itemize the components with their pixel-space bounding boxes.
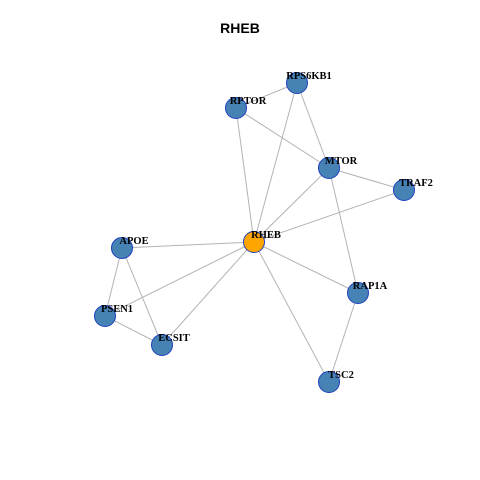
graph-title: RHEB bbox=[220, 20, 260, 36]
node-label-rheb: RHEB bbox=[251, 230, 281, 241]
node-tsc2: TSC2 bbox=[318, 370, 354, 393]
edge-rheb-rap1a bbox=[253, 241, 359, 294]
edge-rheb-apoe bbox=[121, 241, 255, 249]
edge-rheb-tsc2 bbox=[253, 241, 330, 383]
node-label-apoe: APOE bbox=[119, 236, 148, 247]
edge-rptor-rheb bbox=[235, 107, 255, 243]
node-rheb: RHEB bbox=[243, 230, 281, 253]
node-psen1: PSEN1 bbox=[94, 304, 133, 327]
node-circle-rheb bbox=[243, 231, 265, 253]
node-label-rap1a: RAP1A bbox=[353, 281, 388, 292]
node-label-mtor: MTOR bbox=[325, 156, 358, 167]
node-label-ecsit: ECSIT bbox=[158, 333, 190, 344]
edge-rps6kb1-rheb bbox=[253, 82, 298, 243]
node-circle-rap1a bbox=[347, 282, 369, 304]
node-apoe: APOE bbox=[111, 236, 149, 259]
node-traf2: TRAF2 bbox=[393, 178, 433, 201]
edge-layer bbox=[104, 82, 405, 383]
edge-mtor-traf2 bbox=[328, 167, 405, 191]
node-rap1a: RAP1A bbox=[347, 281, 388, 304]
node-circle-apoe bbox=[111, 237, 133, 259]
edge-rheb-psen1 bbox=[104, 241, 255, 317]
node-rptor: RPTOR bbox=[225, 96, 267, 119]
node-label-rps6kb1: RPS6KB1 bbox=[286, 71, 332, 82]
node-circle-rps6kb1 bbox=[286, 72, 308, 94]
node-circle-rptor bbox=[225, 97, 247, 119]
node-label-tsc2: TSC2 bbox=[328, 370, 354, 381]
node-ecsit: ECSIT bbox=[151, 333, 190, 356]
node-circle-mtor bbox=[318, 157, 340, 179]
node-label-rptor: RPTOR bbox=[230, 96, 267, 107]
node-label-psen1: PSEN1 bbox=[101, 304, 133, 315]
edge-rps6kb1-mtor bbox=[296, 82, 330, 169]
edge-mtor-rap1a bbox=[328, 167, 359, 294]
edge-rptor-mtor bbox=[235, 107, 330, 169]
edge-rap1a-tsc2 bbox=[328, 292, 359, 383]
node-mtor: MTOR bbox=[318, 156, 358, 179]
node-rps6kb1: RPS6KB1 bbox=[286, 71, 332, 94]
edge-apoe-psen1 bbox=[104, 247, 123, 317]
edge-mtor-rheb bbox=[253, 167, 330, 243]
node-circle-traf2 bbox=[393, 179, 415, 201]
edge-traf2-rheb bbox=[253, 189, 405, 243]
node-label-traf2: TRAF2 bbox=[399, 178, 433, 189]
edge-apoe-ecsit bbox=[121, 247, 163, 346]
edge-rheb-ecsit bbox=[161, 241, 255, 346]
node-circle-tsc2 bbox=[318, 371, 340, 393]
node-circle-psen1 bbox=[94, 305, 116, 327]
node-circle-ecsit bbox=[151, 334, 173, 356]
